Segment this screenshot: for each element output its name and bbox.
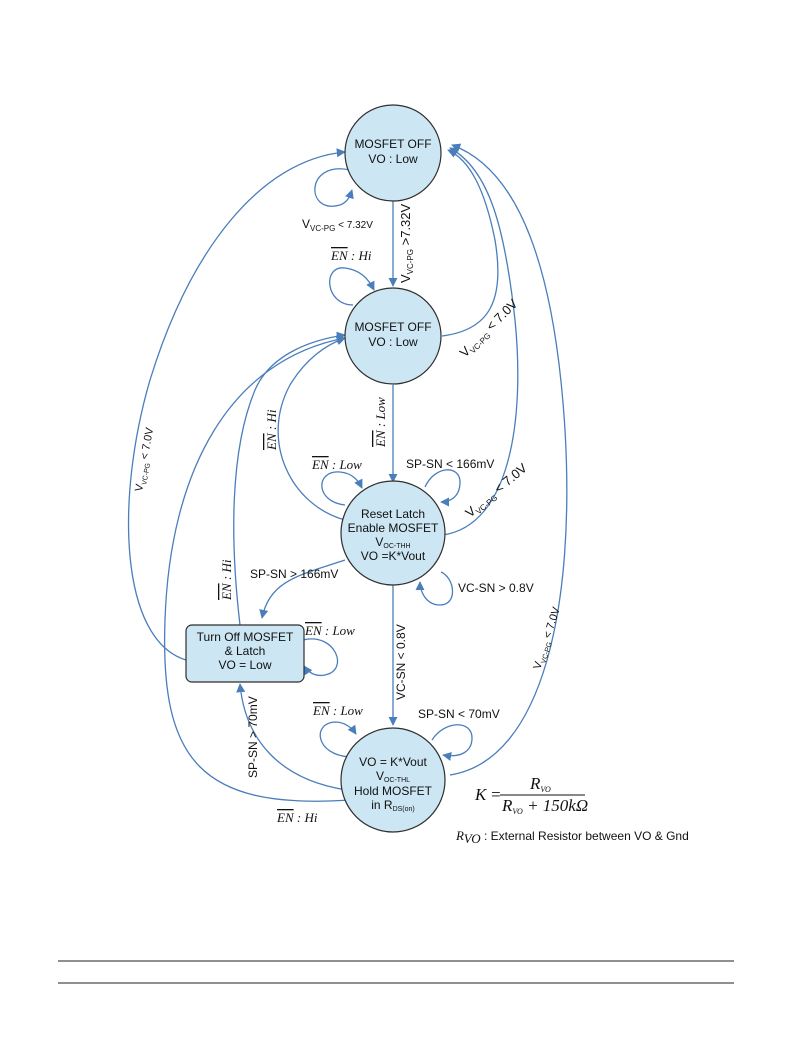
state-label: Turn Off MOSFET xyxy=(197,630,294,644)
state-label: VO = K*Vout xyxy=(359,755,427,769)
label-vcsn-lt-08: VC-SN < 0.8V xyxy=(394,624,408,700)
label-spsn-lt-166: SP-SN < 166mV xyxy=(406,457,494,471)
label-en-hi-s3-s2: EN : Hi xyxy=(264,409,279,451)
state-label: MOSFET OFF xyxy=(354,137,431,151)
state-label: VO =K*Vout xyxy=(361,549,426,563)
label-spsn-gt-70: SP-SN > 70mV xyxy=(246,696,260,778)
label-en-low-s3: EN : Low xyxy=(311,457,362,472)
label-en-hi-s4: EN : Hi xyxy=(219,559,234,601)
edge-s3-to-s4 xyxy=(259,559,346,619)
label-en-low-s2-s3: EN : Low xyxy=(373,397,388,448)
formula-note: RVO : External Resistor between VO & Gnd xyxy=(455,828,689,846)
label-spsn-gt-166: SP-SN > 166mV xyxy=(250,567,338,581)
state-reset-latch: Reset Latch Enable MOSFET VOC-THH VO =K*… xyxy=(340,480,446,586)
label-vcpg-gt-732: VVC-PG >7.32V xyxy=(398,203,415,283)
state-label: Hold MOSFET xyxy=(354,784,433,798)
formula-denominator: RVO + 150kΩ xyxy=(501,796,588,816)
state-label: & Latch xyxy=(225,644,266,658)
edge-s3-self-loop-en-low xyxy=(321,471,363,506)
state-label: VO = Low xyxy=(218,658,271,672)
label-vcpg-lt-732: VVC-PG < 7.32V xyxy=(302,217,373,233)
state-mosfet-off-second: MOSFET OFF VO : Low xyxy=(344,287,442,385)
edge-s5-to-s2-en-hi xyxy=(163,335,351,802)
formula-eq: = xyxy=(490,785,501,804)
k-formula: K = RVO RVO + 150kΩ xyxy=(474,774,588,816)
edge-s5-to-s1-vcpg xyxy=(449,143,568,776)
label-en-hi-s5: EN : Hi xyxy=(276,810,318,825)
edge-s3-to-s2-en-hi xyxy=(277,336,346,521)
edge-s1-self-loop xyxy=(314,168,354,207)
state-mosfet-off-top: MOSFET OFF VO : Low xyxy=(344,104,442,202)
label-vcpg-lt-70-s5: VVC-PG < 7.0V xyxy=(531,605,565,671)
state-label: Enable MOSFET xyxy=(348,521,439,535)
state-hold-mosfet: VO = K*Vout VOC-THL Hold MOSFET in RDS(o… xyxy=(340,727,446,833)
state-label: VOC-THL xyxy=(376,769,410,784)
edge-s5-to-s4 xyxy=(236,683,348,791)
state-turn-off-latch: Turn Off MOSFET & Latch VO = Low xyxy=(185,624,305,683)
edge-s5-self-loop-spsn xyxy=(431,724,473,761)
state-label: Reset Latch xyxy=(361,507,425,521)
formula-numerator: RVO xyxy=(529,774,551,794)
label-vcpg-lt-70-s2: VVC-PG < 7.0V xyxy=(457,296,523,362)
label-vcsn-gt-08: VC-SN > 0.8V xyxy=(458,581,534,595)
edge-s2-self-loop xyxy=(329,267,375,306)
state-label: VO : Low xyxy=(368,335,418,349)
state-label: VOC-THH xyxy=(375,535,410,550)
label-en-low-s5: EN : Low xyxy=(312,703,363,718)
edge-s3-self-loop-spsn xyxy=(424,469,461,507)
edge-s3-to-s1-vcpg xyxy=(442,147,519,536)
formula-k: K xyxy=(474,785,488,804)
edge-s4-to-s1-vcpg xyxy=(127,148,346,661)
label-spsn-lt-70: SP-SN < 70mV xyxy=(418,707,500,721)
state-label: MOSFET OFF xyxy=(354,320,431,334)
edge-s4-to-s2-en-hi xyxy=(233,331,346,626)
edge-s3-self-loop-vcsn xyxy=(415,571,454,606)
edge-s4-self-loop xyxy=(302,638,338,677)
label-en-hi-s2: EN : Hi xyxy=(330,248,372,263)
edge-s2-to-s1-vcpg xyxy=(441,149,499,337)
state-label: VO : Low xyxy=(368,152,418,166)
label-en-low-s4: EN : Low xyxy=(304,623,355,638)
edge-s5-self-loop-en-low xyxy=(319,721,357,758)
state-label: in RDS(on) xyxy=(371,798,415,813)
